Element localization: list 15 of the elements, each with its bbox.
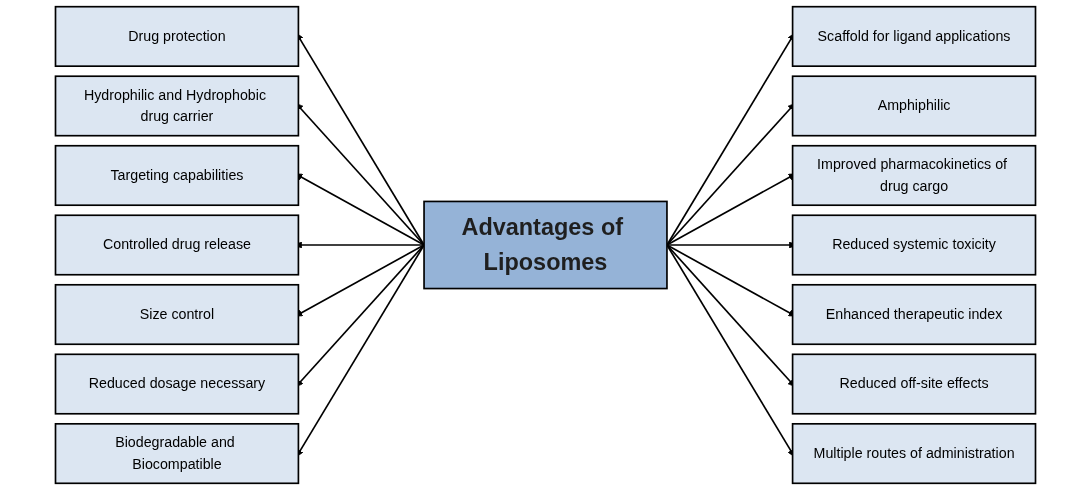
node-box: Enhanced therapeutic index	[791, 283, 1037, 346]
node-box: Hydrophilic and Hydrophobic drug carrier	[54, 75, 300, 137]
node-box: Improved pharmacokinetics of drug cargo	[791, 144, 1037, 207]
node-box: Scaffold for ligand applications	[791, 5, 1037, 67]
node-box: Targeting capabilities	[54, 144, 300, 207]
node-box: Advantages of Liposomes	[423, 200, 668, 290]
node-box: Reduced systemic toxicity	[791, 214, 1037, 276]
node-box: Biodegradable and Biocompatible	[54, 423, 300, 485]
node-box: Multiple routes of administration	[791, 423, 1037, 485]
node-box: Size control	[54, 283, 300, 346]
node-box: Drug protection	[54, 5, 300, 67]
node-box: Controlled drug release	[54, 214, 300, 276]
node-box: Reduced off-site effects	[791, 353, 1037, 415]
node-box: Reduced dosage necessary	[54, 353, 300, 415]
node-box: Amphiphilic	[791, 75, 1037, 137]
